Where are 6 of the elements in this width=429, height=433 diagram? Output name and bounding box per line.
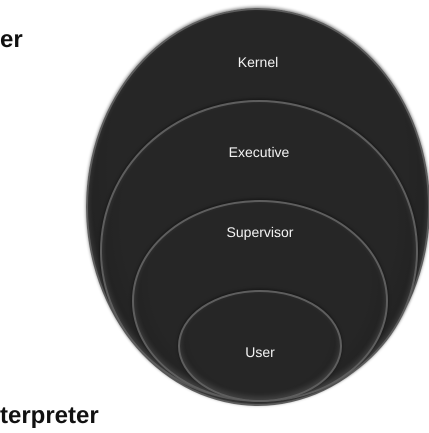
layer-label: Supervisor bbox=[226, 224, 294, 240]
layer-label: Kernel bbox=[238, 54, 278, 70]
heading-fragment: er bbox=[0, 26, 23, 54]
heading-fragment: terpreter bbox=[0, 402, 99, 430]
layer-label: User bbox=[245, 344, 275, 360]
layer-label: Executive bbox=[228, 144, 290, 160]
